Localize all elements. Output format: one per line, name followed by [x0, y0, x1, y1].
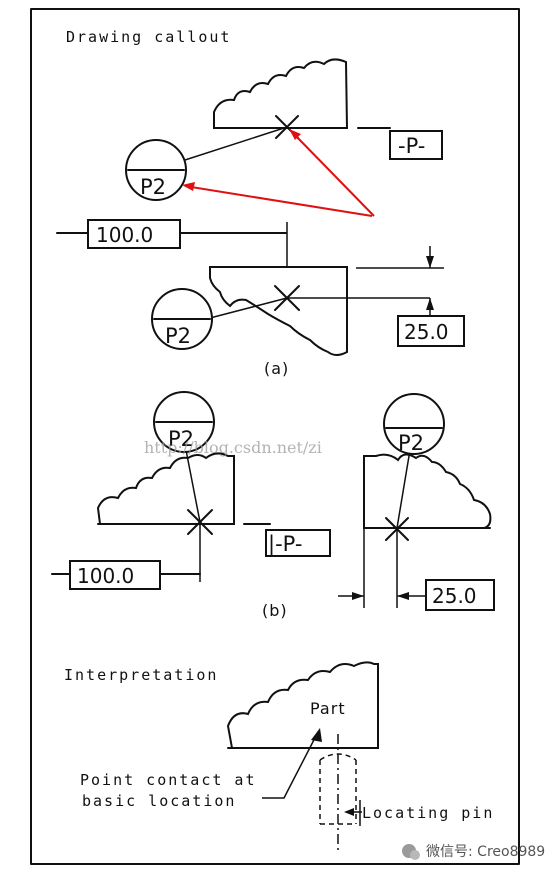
title-interpretation: Interpretation [64, 666, 218, 684]
watermark-url: http://blog.csdn.net/zi [144, 438, 322, 457]
wechat-watermark-text: 微信号: Creo8989 [426, 844, 545, 860]
part-shape-a-lower [209, 266, 348, 356]
dim-value-25-b: 25.0 [432, 584, 477, 608]
leader-line-a1 [184, 126, 288, 161]
part-shape-b-right [363, 453, 492, 529]
datum-target-symbol-a1: P2 [125, 139, 187, 201]
view-label-a: (a) [264, 359, 289, 378]
datum-feature-box-b [265, 529, 331, 557]
red-annotation-arrows [182, 129, 375, 217]
part-label: Part [310, 699, 346, 718]
part-shape-interpretation [226, 661, 379, 749]
datum-feature-box-a [389, 130, 443, 160]
arrowhead-25-b-left [352, 592, 364, 600]
arrowhead-point-contact [311, 728, 322, 742]
datum-feature-label-a: -P- [398, 134, 425, 158]
datum-target-symbol-b2: P2 [383, 393, 445, 455]
part-shape-a-upper [213, 58, 349, 129]
locating-pin [319, 734, 357, 852]
leader-point-contact [262, 731, 319, 799]
point-contact-text-1: Point contact at [80, 771, 257, 789]
view-label-b: (b) [262, 601, 288, 620]
datum-target-symbol-a2: P2 [151, 288, 213, 350]
target-label-b2: P2 [398, 431, 424, 455]
leader-line-b2 [396, 449, 411, 529]
point-contact-text-2: basic location [82, 792, 236, 810]
dim-box-25-a [397, 315, 465, 347]
datum-target-symbol-b1: P2 [153, 391, 215, 453]
dim-box-100-a [87, 219, 181, 249]
datum-feature-label-b: |-P- [268, 532, 302, 557]
target-label-a1: P2 [140, 175, 166, 199]
target-label-b1: P2 [168, 427, 194, 451]
dim-value-25-a: 25.0 [404, 320, 449, 344]
dim-value-100-b: 100.0 [77, 564, 134, 588]
title-drawing-callout: Drawing callout [66, 28, 231, 46]
dim-box-100-b [69, 560, 161, 590]
leader-line-a2 [209, 297, 288, 319]
leader-line-b1 [185, 449, 201, 523]
dim-box-25-b [425, 579, 495, 611]
outer-frame [30, 8, 520, 865]
arrowhead-25-a-bottom [426, 298, 434, 310]
arrowhead-25-b-right [397, 592, 409, 600]
wechat-watermark: 微信号: Creo8989 [402, 844, 545, 860]
locating-pin-label: Locating pin [362, 804, 494, 822]
arrowhead-25-a-top [426, 256, 434, 268]
target-label-a2: P2 [165, 324, 191, 348]
dim-value-100-a: 100.0 [96, 223, 153, 247]
part-shape-b-left [96, 452, 235, 525]
arrowhead-locating-pin [344, 808, 354, 816]
